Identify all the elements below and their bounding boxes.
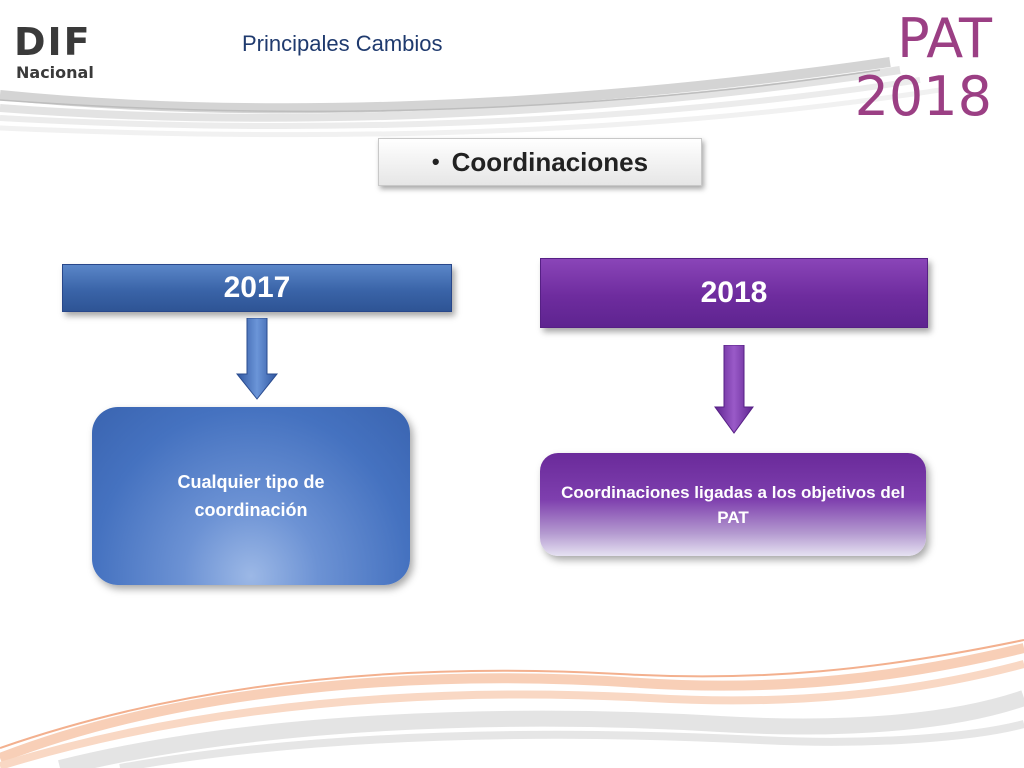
logo-sub-text: Nacional xyxy=(16,63,94,82)
down-arrow-icon xyxy=(714,345,754,434)
footer-swoosh-decoration xyxy=(0,639,1024,768)
topic-label: Coordinaciones xyxy=(451,146,649,177)
dif-nacional-logo: DIF Nacional xyxy=(14,20,104,90)
bullet-icon: • xyxy=(431,149,440,174)
program-badge-line2: 2018 xyxy=(854,65,992,128)
program-badge-line1: PAT xyxy=(897,7,992,70)
logo-main-text: DIF xyxy=(14,20,92,64)
description-2017: Cualquier tipo de coordinación xyxy=(92,407,410,585)
header-title: Principales Cambios xyxy=(242,31,443,56)
down-arrow-icon xyxy=(236,318,278,400)
year-2018-header: 2018 xyxy=(540,258,928,328)
year-2017-header: 2017 xyxy=(62,264,452,312)
description-2018: Coordinaciones ligadas a los objetivos d… xyxy=(540,453,926,556)
topic-box: • Coordinaciones xyxy=(378,138,702,186)
program-badge: PAT 2018 xyxy=(855,10,992,126)
